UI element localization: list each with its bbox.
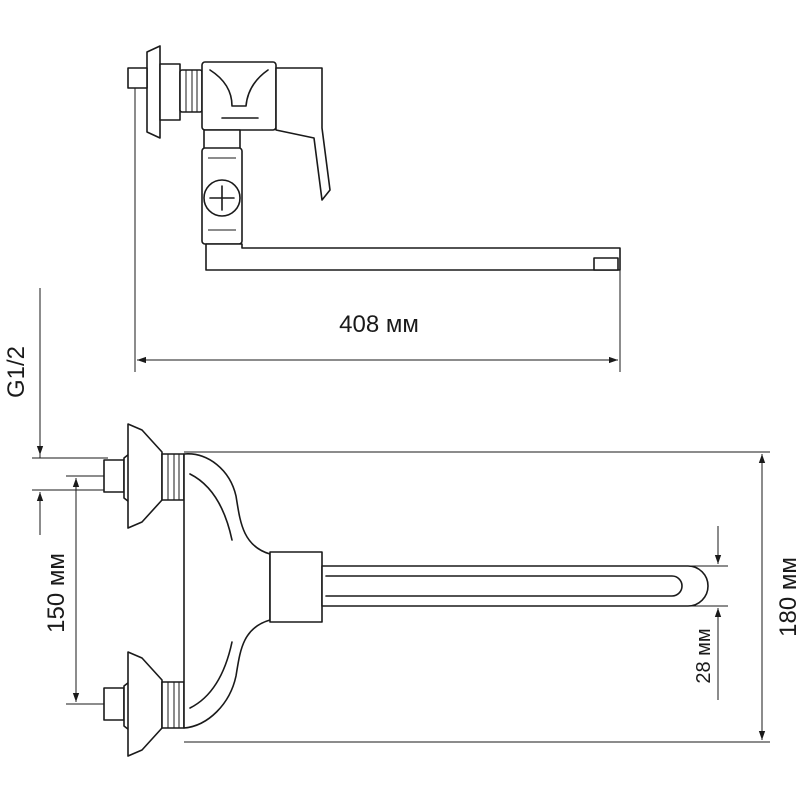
- front-spout: [321, 565, 709, 607]
- top-body-cut: [209, 69, 269, 107]
- lower-nut: [161, 681, 185, 729]
- top-view: 408 мм: [127, 45, 621, 372]
- top-nut: [159, 63, 181, 121]
- top-eccentric: [127, 67, 148, 89]
- top-lever-handle: [275, 67, 331, 201]
- top-neck-collar: [203, 129, 241, 151]
- thread-label: G1/2: [3, 346, 30, 398]
- height-label: 180 мм: [775, 557, 800, 637]
- front-spout-collar: [269, 551, 323, 623]
- spout-length-label: 408 мм: [339, 311, 419, 338]
- upper-eccentric: [103, 459, 125, 493]
- front-view: G1/2 150 мм: [3, 288, 800, 757]
- top-union: [179, 69, 203, 113]
- upper-nut: [161, 453, 185, 501]
- front-body: [183, 453, 271, 729]
- centers-label: 150 мм: [43, 553, 70, 633]
- lower-rosette: [127, 651, 163, 757]
- spout-height-label: 28 мм: [693, 628, 715, 683]
- upper-rosette: [127, 423, 163, 529]
- lower-eccentric: [103, 687, 125, 721]
- top-spout-aerator: [593, 257, 619, 271]
- top-rosette: [146, 45, 161, 139]
- top-spout: [205, 243, 621, 271]
